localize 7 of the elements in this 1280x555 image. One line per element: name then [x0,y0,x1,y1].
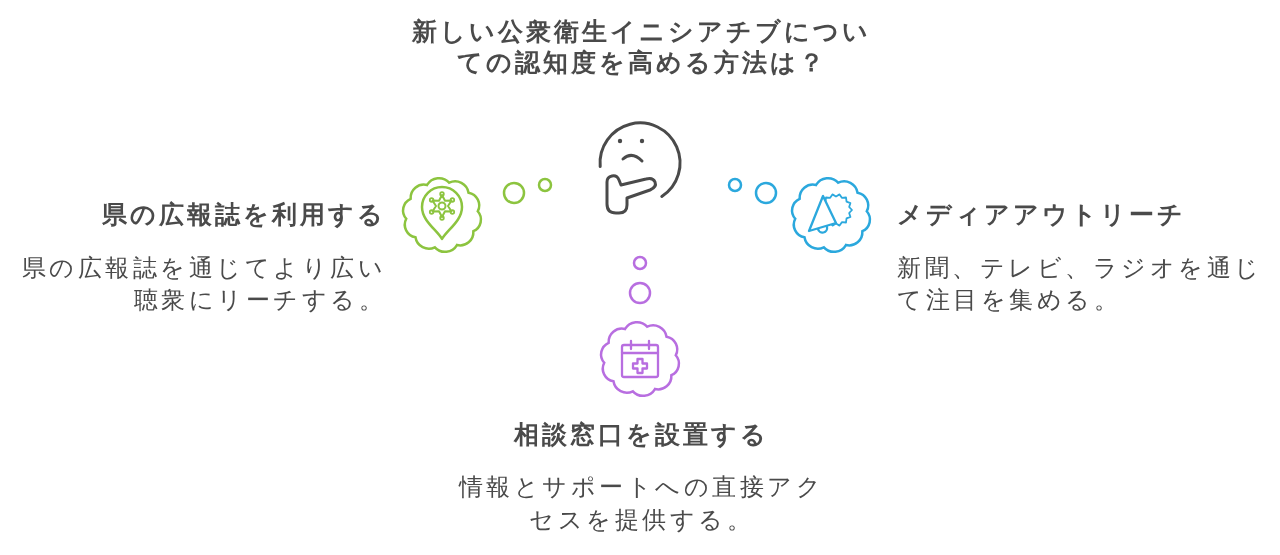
topic-description: 情報とサポートへの直接アクセスを提供する。 [457,472,826,536]
topic-heading: メディアアウトリーチ [897,199,1186,231]
topic-description: 新聞、テレビ、ラジオを通じて注目を集める。 [897,253,1264,316]
topic-description: 県の広報誌を通じてより広い聴衆にリーチする。 [20,253,386,316]
topic-heading: 相談窓口を設置する [512,419,769,451]
title: 新しい公衆衛生イニシアチブについての認知度を高める方法は？ [411,16,872,78]
topic-heading: 県の広報誌を利用する [102,199,386,231]
